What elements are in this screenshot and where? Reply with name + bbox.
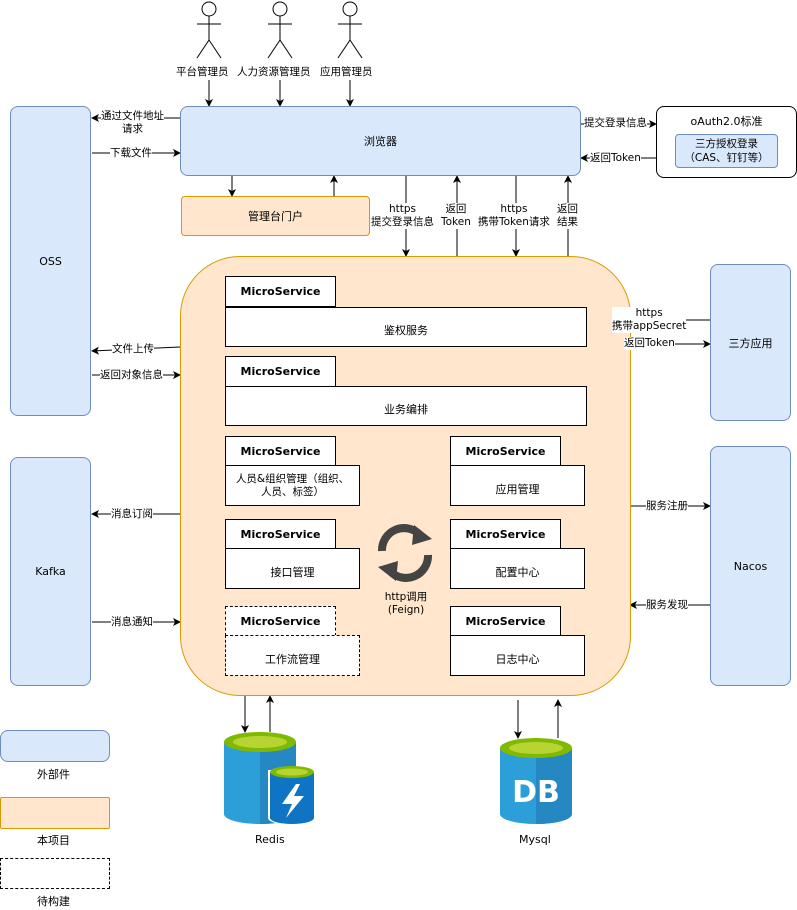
- oauth-node: oAuth2.0标准 三方授权登录 （CAS、钉钉等）: [656, 106, 797, 178]
- service-tab: MicroService: [450, 436, 561, 466]
- portal-label: 管理台门户: [248, 210, 303, 223]
- service-workflow: 工作流管理: [225, 635, 360, 676]
- refresh-icon: [378, 524, 432, 582]
- actor-platform-admin-label: 平台管理员: [176, 66, 229, 78]
- service-config-center: 配置中心: [450, 548, 585, 589]
- edge-label-https-submit: https 提交登录信息: [371, 203, 434, 229]
- service-app-mgmt: 应用管理: [450, 465, 585, 506]
- edge-label-return-token: 返回 Token: [441, 203, 471, 229]
- browser-node: 浏览器: [180, 106, 581, 176]
- service-tab: MicroService: [225, 276, 336, 307]
- nacos-label: Nacos: [733, 559, 768, 573]
- edge-label-return-object: 返回对象信息: [100, 369, 163, 382]
- nacos-node: Nacos: [710, 446, 791, 686]
- edge-label-upload: 文件上传: [112, 343, 154, 356]
- third-app-label: 三方应用: [728, 336, 773, 350]
- edge-label-subscribe: 消息订阅: [111, 508, 153, 521]
- oauth-title: oAuth2.0标准: [690, 115, 763, 128]
- third-app-node: 三方应用: [710, 264, 791, 421]
- service-tab: MicroService: [225, 606, 336, 636]
- service-orchestration: 业务编排: [225, 386, 587, 426]
- service-tab: MicroService: [225, 356, 336, 387]
- kafka-label: Kafka: [35, 565, 66, 578]
- service-interface-mgmt: 接口管理: [225, 548, 360, 589]
- service-tab: MicroService: [225, 436, 336, 466]
- legend-external-label: 外部件: [37, 768, 70, 781]
- feign-label: http调用 (Feign): [384, 591, 428, 616]
- legend-project-label: 本项目: [37, 834, 70, 847]
- edge-label-third-return: 返回Token: [624, 337, 675, 350]
- oss-label: OSS: [39, 254, 62, 268]
- edge-label-register: 服务注册: [646, 500, 688, 513]
- edge-label-https-carry: https 携带Token请求: [478, 203, 550, 229]
- actor-figures: [196, 1, 363, 59]
- service-people-org: 人员&组织管理（组织、 人员、标签）: [225, 465, 360, 506]
- legend-pending-swatch: [0, 858, 110, 889]
- edge-label-discover: 服务发现: [646, 599, 688, 612]
- service-tab: MicroService: [450, 606, 561, 636]
- service-log-center: 日志中心: [450, 635, 585, 676]
- mysql-db-text: DB: [512, 775, 560, 810]
- edge-label-third-https: https 携带appSecret: [612, 307, 687, 333]
- legend-external-swatch: [0, 730, 110, 762]
- redis-icon: [224, 732, 316, 825]
- oss-node: OSS: [10, 106, 91, 416]
- redis-label: Redis: [255, 833, 285, 846]
- service-auth: 鉴权服务: [225, 307, 587, 347]
- edge-label-return-token-oauth: 返回Token: [590, 152, 641, 165]
- oauth-inner: 三方授权登录 （CAS、钉钉等）: [675, 134, 778, 168]
- kafka-node: Kafka: [10, 457, 91, 686]
- service-tab: MicroService: [225, 519, 336, 549]
- mysql-label: Mysql: [519, 833, 551, 846]
- edge-label-oss-request: 通过文件地址 请求: [101, 110, 164, 136]
- edge-label-return-result: 返回 结果: [557, 203, 578, 229]
- service-tab: MicroService: [450, 519, 561, 549]
- portal-node: 管理台门户: [181, 196, 370, 236]
- browser-label: 浏览器: [364, 135, 397, 148]
- edge-label-submit-login: 提交登录信息: [584, 117, 647, 130]
- actor-hr-admin-label: 人力资源管理员: [237, 66, 311, 78]
- actor-app-admin-label: 应用管理员: [320, 66, 373, 78]
- mysql-icon: DB: [500, 738, 572, 824]
- edge-label-notify: 消息通知: [111, 616, 153, 629]
- legend-project-swatch: [0, 797, 110, 829]
- legend-pending-label: 待构建: [37, 895, 70, 908]
- edge-label-download: 下载文件: [110, 147, 152, 160]
